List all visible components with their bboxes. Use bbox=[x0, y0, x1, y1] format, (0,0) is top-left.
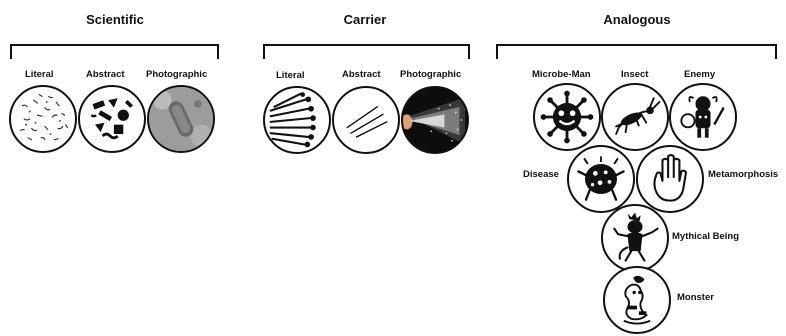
enemy-circle bbox=[669, 83, 737, 151]
sneeze-photo-icon bbox=[403, 88, 467, 152]
metamorphosis-circle bbox=[636, 145, 704, 213]
monster-icon bbox=[605, 268, 669, 332]
carrier-literal-circle bbox=[263, 86, 331, 154]
carrier-photographic-circle bbox=[401, 86, 469, 154]
analogous-enemy-label: Enemy bbox=[684, 69, 715, 80]
analogous-insect-label: Insect bbox=[621, 69, 648, 80]
hand-icon bbox=[638, 147, 702, 211]
analogous-title: Analogous bbox=[582, 12, 692, 27]
scientific-abstract-label: Abstract bbox=[86, 69, 125, 80]
carrier-literal-label: Literal bbox=[276, 70, 305, 81]
carrier-bracket bbox=[263, 44, 470, 59]
carrier-abstract-label: Abstract bbox=[342, 69, 381, 80]
abstract-shapes-icon bbox=[80, 87, 144, 151]
scientific-title: Scientific bbox=[60, 12, 170, 27]
carrier-photographic-label: Photographic bbox=[400, 69, 461, 80]
scientific-literal-label: Literal bbox=[25, 69, 54, 80]
analogous-disease-label: Disease bbox=[523, 169, 559, 180]
scientific-bracket bbox=[10, 44, 219, 59]
insect-circle bbox=[601, 83, 669, 151]
enemy-warrior-icon bbox=[671, 85, 735, 149]
microbe-man-icon bbox=[535, 85, 599, 149]
disease-creature-icon bbox=[569, 147, 633, 211]
carrier-title: Carrier bbox=[310, 12, 420, 27]
analogous-mythical-being-label: Mythical Being bbox=[672, 231, 739, 242]
analogous-monster-label: Monster bbox=[677, 292, 714, 303]
analogous-bracket bbox=[496, 44, 777, 59]
analogous-metamorphosis-label: Metamorphosis bbox=[708, 169, 778, 180]
bacteria-photo-icon bbox=[149, 87, 213, 151]
spray-lines-icon bbox=[334, 88, 398, 152]
microbe-sketch-icon bbox=[11, 87, 75, 151]
scientific-photographic-circle bbox=[147, 85, 215, 153]
analogous-microbe-man-label: Microbe-Man bbox=[532, 69, 591, 80]
disease-circle bbox=[567, 145, 635, 213]
sneeze-spray-icon bbox=[265, 88, 329, 152]
mythical-being-circle bbox=[601, 204, 669, 272]
scientific-literal-circle bbox=[9, 85, 77, 153]
carrier-abstract-circle bbox=[332, 86, 400, 154]
mythical-being-icon bbox=[603, 206, 667, 270]
scientific-abstract-circle bbox=[78, 85, 146, 153]
insect-icon bbox=[603, 85, 667, 149]
microbe-man-circle bbox=[533, 83, 601, 151]
scientific-photographic-label: Photographic bbox=[146, 69, 207, 80]
monster-circle bbox=[603, 266, 671, 334]
